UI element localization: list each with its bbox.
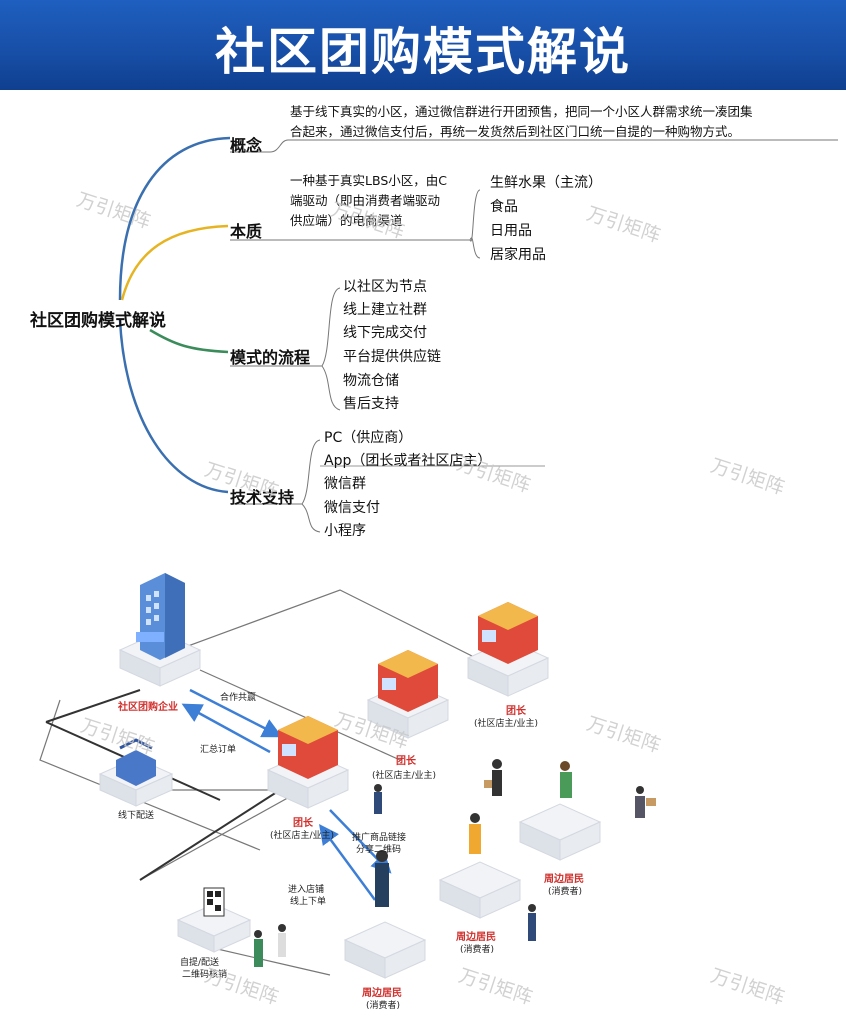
essence-text-line2: 端驱动（即由消费者端驱动 <box>290 193 441 208</box>
tech-curve <box>118 319 229 494</box>
essence-item: 居家用品 <box>490 247 546 263</box>
branch-concept: 概念 <box>230 136 263 155</box>
summary-order-label: 汇总订单 <box>200 745 237 755</box>
concept-line <box>230 139 838 153</box>
shop-icon <box>478 602 538 664</box>
essence-text-line1: 一种基于真实LBS小区，由C <box>290 173 447 188</box>
flow-brace <box>321 287 341 411</box>
flow-item: 平台提供供应链 <box>343 349 441 365</box>
person-icon <box>278 924 286 957</box>
pickup-label-line1: 自提/配送 <box>180 958 220 968</box>
tech-item: PC（供应商） <box>324 430 413 446</box>
company-label: 社区团购企业 <box>118 702 178 713</box>
promote-label-line2: 分享二维码 <box>356 845 402 855</box>
resident-label: 周边居民 <box>544 874 584 885</box>
enter-label-line1: 进入店铺 <box>288 885 325 895</box>
cooperate-label: 合作共赢 <box>220 693 257 703</box>
essence-curve <box>120 224 229 301</box>
flow-curve <box>149 328 229 354</box>
leader-sub: (社区店主/业主) <box>474 719 539 729</box>
person-icon <box>469 813 481 854</box>
essence-item: 日用品 <box>490 223 532 239</box>
shop-icon <box>378 650 438 712</box>
resident-sub: (消费者) <box>460 945 495 955</box>
leader-sub: (社区店主/业主) <box>372 771 437 781</box>
person-icon <box>635 786 656 818</box>
flow-item: 物流仓储 <box>343 373 399 389</box>
mindmap-root: 社区团购模式解说 <box>30 311 166 331</box>
essence-brace <box>469 189 481 259</box>
mindmap-connectors <box>118 136 838 533</box>
title-banner: 社区团购模式解说 <box>0 0 846 90</box>
page-title: 社区团购模式解说 <box>215 23 631 81</box>
resident-sub: (消费者) <box>548 887 583 897</box>
essence-text-line3: 供应端）的电商渠道 <box>290 213 403 228</box>
offline-delivery-label: 线下配送 <box>118 811 155 821</box>
person-icon <box>560 761 572 798</box>
person-icon <box>484 759 502 796</box>
leader-sub: (社区店主/业主) <box>270 831 335 841</box>
warehouse-icon <box>116 738 156 786</box>
person-icon <box>528 904 536 941</box>
leader-label: 团长 <box>396 756 416 767</box>
concept-text-line2: 合起来，通过微信支付后，再统一发货然后到社区门口统一自提的一种购物方式。 <box>290 124 741 139</box>
arrow-enter <box>319 823 377 901</box>
flow-item: 以社区为节点 <box>343 279 427 295</box>
tech-item: 微信支付 <box>324 500 380 516</box>
pickup-label-line2: 二维码核销 <box>182 970 228 980</box>
leader-label: 团长 <box>506 706 526 717</box>
shop-icon <box>278 716 338 779</box>
arrow-cooperate <box>189 688 283 738</box>
arrow-summary <box>181 703 271 754</box>
concept-text-line1: 基于线下真实的小区，通过微信群进行开团预售，把同一个小区人群需求统一凑团集 <box>290 104 753 119</box>
essence-item: 生鲜水果（主流） <box>490 175 602 191</box>
branch-flow: 模式的流程 <box>230 348 311 367</box>
person-icon <box>375 850 389 907</box>
tech-brace <box>301 439 321 533</box>
resident-label: 周边居民 <box>456 932 496 943</box>
tech-item: 微信群 <box>324 476 366 492</box>
resident-label: 周边居民 <box>362 988 402 999</box>
branch-tech: 技术支持 <box>230 488 295 507</box>
flow-item: 线下完成交付 <box>343 325 427 341</box>
essence-item: 食品 <box>490 199 518 215</box>
person-icon <box>374 784 382 814</box>
concept-curve <box>118 136 231 301</box>
branch-essence: 本质 <box>230 222 263 241</box>
qr-code-icon <box>203 887 225 917</box>
flow-item: 线上建立社群 <box>343 302 427 318</box>
resident-sub: (消费者) <box>366 1001 401 1011</box>
enter-label-line2: 线上下单 <box>290 897 327 907</box>
office-building-icon <box>136 573 185 660</box>
promote-label-line1: 推广商品链接 <box>352 833 407 843</box>
tech-item: App（团长或者社区店主） <box>324 453 492 469</box>
tech-item: 小程序 <box>324 523 366 539</box>
flow-item: 售后支持 <box>343 396 399 412</box>
leader-label: 团长 <box>293 818 313 829</box>
pads <box>98 631 602 979</box>
person-icon <box>254 930 263 967</box>
